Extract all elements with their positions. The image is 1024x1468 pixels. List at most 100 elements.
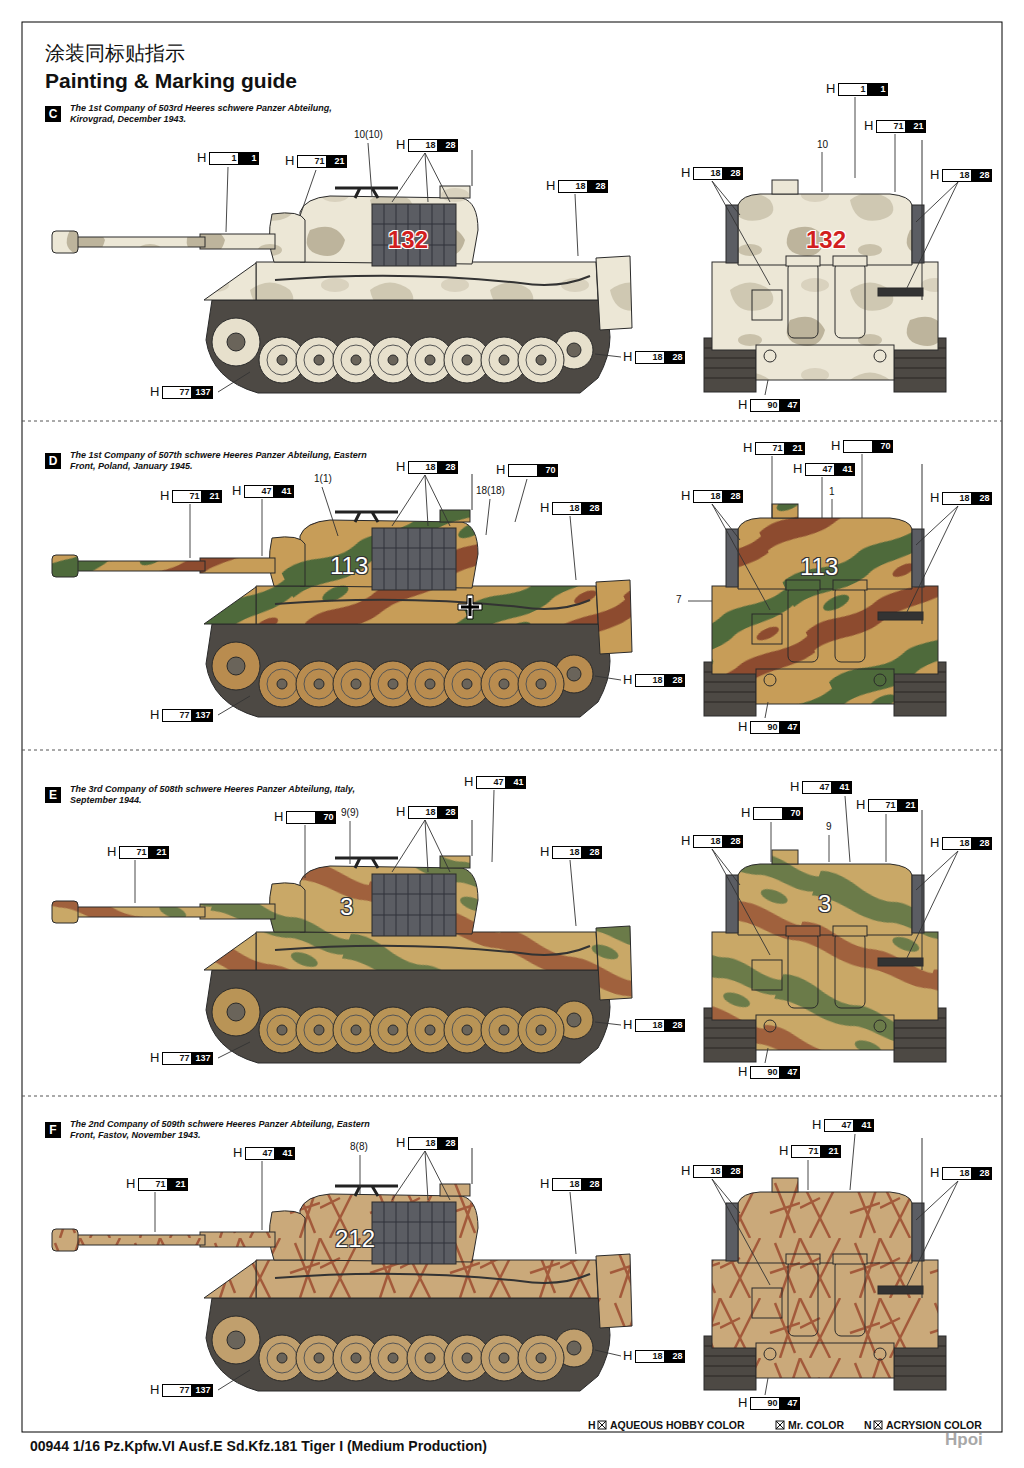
hobby-color-code: 71 (755, 442, 785, 455)
paint-brand: H (232, 483, 241, 499)
color-callout: H1828 (396, 137, 458, 153)
hobby-color-code: 90 (750, 1397, 780, 1410)
mr-color-code: 28 (972, 492, 992, 505)
section-separator (22, 421, 1002, 1096)
paint-brand: H (496, 462, 505, 478)
hobby-color-code: 47 (824, 1119, 854, 1132)
mr-color-code: 137 (192, 709, 213, 722)
color-callout: H11 (197, 150, 259, 166)
callout-number: 8(8) (350, 1141, 368, 1152)
color-callout: H77137 (150, 1382, 213, 1398)
legend-symbol-part (598, 1421, 606, 1429)
hobby-color-code: 47 (244, 485, 274, 498)
section-description: The 3rd Company of 508th schwere Heeres … (70, 784, 370, 806)
mr-color-code: 28 (723, 490, 743, 503)
hobby-color-code: 77 (162, 709, 192, 722)
mr-color-code: 137 (192, 386, 213, 399)
section-letter: E (45, 787, 61, 803)
color-callout: H7121 (779, 1143, 841, 1159)
color-callout: H7121 (126, 1176, 188, 1192)
mr-color-code: 28 (972, 169, 992, 182)
color-callout: H7121 (743, 440, 805, 456)
hobby-color-code: 71 (119, 846, 149, 859)
mr-color-code: 70 (538, 464, 558, 477)
hobby-color-code: 18 (408, 1137, 438, 1150)
color-callout: H7121 (160, 488, 222, 504)
color-callout: H1828 (930, 1165, 992, 1181)
paint-brand: H (864, 118, 873, 134)
mr-color-code: 28 (582, 846, 602, 859)
mr-color-code: 28 (582, 502, 602, 515)
hobby-color-code: 18 (942, 837, 972, 850)
mr-color-code: 47 (780, 721, 800, 734)
paint-brand: H (546, 178, 555, 194)
paint-brand: H (793, 461, 802, 477)
color-callout: H70 (831, 438, 893, 454)
paint-brand: H (623, 1017, 632, 1033)
tank-rear-view (704, 810, 946, 1062)
leader-line-part (218, 143, 621, 392)
hobby-color-code: 18 (942, 169, 972, 182)
color-callout: H77137 (150, 1050, 213, 1066)
legend-text: Mr. COLOR (788, 1419, 844, 1431)
color-callout: H7121 (285, 153, 347, 169)
leader-line-part (712, 1134, 958, 1395)
watermark: Hpoi (945, 1430, 983, 1450)
balkenkreuz-part (458, 595, 482, 619)
paint-brand: H (464, 774, 473, 790)
section-description: The 1st Company of 503rd Heeres schwere … (70, 103, 370, 125)
hobby-color-code: 77 (162, 1052, 192, 1065)
mr-color-code: 28 (972, 837, 992, 850)
hobby-color-code: 18 (942, 492, 972, 505)
mr-color-code: 21 (785, 442, 805, 455)
color-callout: H1828 (540, 844, 602, 860)
color-callout: H1828 (396, 459, 458, 475)
color-callout: H4741 (793, 461, 855, 477)
hobby-color-code: 18 (693, 490, 723, 503)
leader-line-part (712, 796, 958, 1063)
mr-color-code: 47 (780, 399, 800, 412)
mr-color-code: 21 (906, 120, 926, 133)
hobby-color-code: 18 (635, 1019, 665, 1032)
color-callout: H9047 (738, 1395, 800, 1411)
leader-line-part (688, 454, 958, 718)
paint-brand: H (233, 1145, 242, 1161)
hobby-color-code: 47 (805, 463, 835, 476)
hobby-color-code: 90 (750, 1066, 780, 1079)
hobby-color-code: 71 (868, 799, 898, 812)
tank-side-view (52, 150, 632, 393)
color-callout: H1828 (681, 165, 743, 181)
hobby-color-box (508, 464, 538, 477)
callout-number: 1 (829, 486, 835, 497)
legend-entry: ACRYSION COLOR (886, 1419, 982, 1431)
color-callout: H1828 (681, 1163, 743, 1179)
callout-number: 10(10) (354, 129, 383, 140)
hobby-color-code: 18 (942, 1167, 972, 1180)
color-callout: H1828 (930, 835, 992, 851)
color-callout: H1828 (681, 833, 743, 849)
legend-symbol-part (776, 1421, 784, 1429)
paint-brand: H (396, 804, 405, 820)
hobby-color-code: 77 (162, 1384, 192, 1397)
balkenkreuz-part (461, 598, 479, 616)
hobby-color-code: 18 (693, 1165, 723, 1178)
hobby-color-code: 47 (476, 776, 506, 789)
section-header: FThe 2nd Company of 509th schwere Heeres… (45, 1119, 370, 1141)
section-description: The 2nd Company of 509th schwere Heeres … (70, 1119, 370, 1141)
paint-brand: H (738, 397, 747, 413)
paint-brand: H (831, 438, 840, 454)
color-callout: H1828 (930, 167, 992, 183)
hobby-color-code: 18 (693, 835, 723, 848)
color-callout: H1828 (540, 500, 602, 516)
paint-brand: H (930, 835, 939, 851)
hobby-color-code: 71 (297, 155, 327, 168)
caption: 00944 1/16 Pz.Kpfw.VI Ausf.E Sd.Kfz.181 … (30, 1438, 487, 1454)
paint-brand: H (930, 490, 939, 506)
mr-color-code: 28 (665, 1019, 685, 1032)
callout-number: 10 (817, 139, 828, 150)
color-callout: H70 (741, 805, 803, 821)
section-header: DThe 1st Company of 507th schwere Heeres… (45, 450, 370, 472)
color-callout: H4741 (790, 779, 852, 795)
mr-color-code: 41 (275, 1147, 295, 1160)
